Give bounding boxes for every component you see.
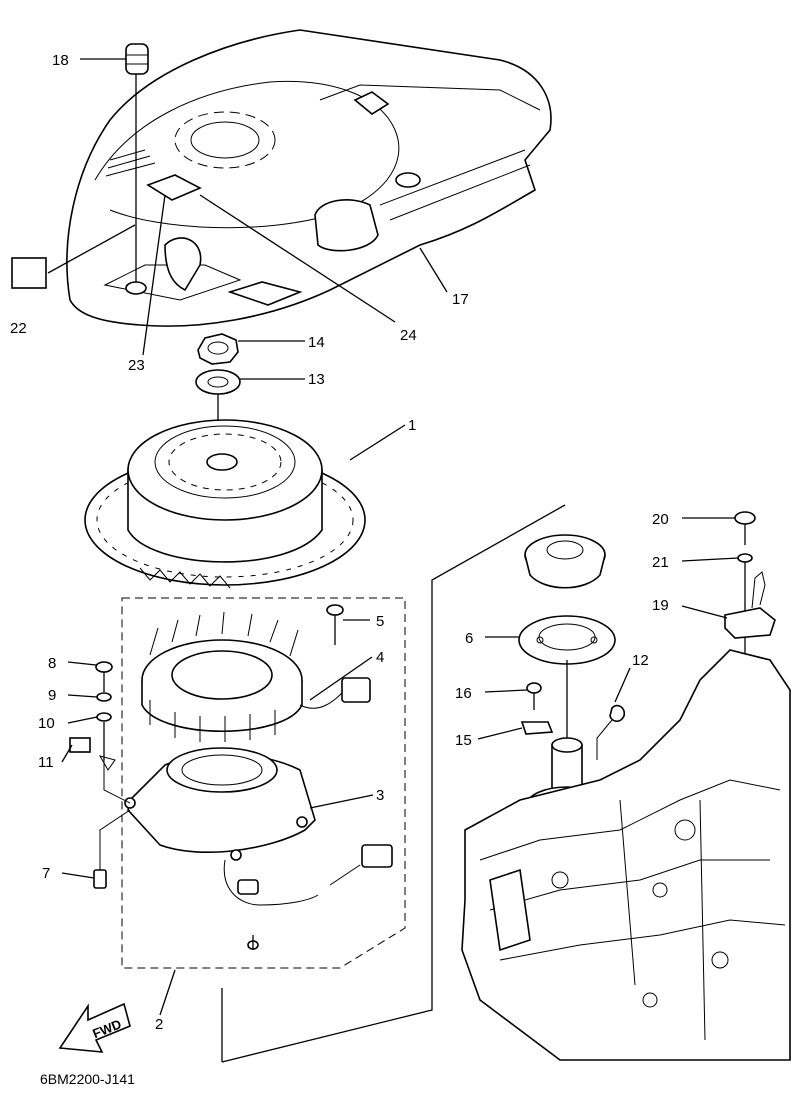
- flywheel-nut: [197, 333, 239, 365]
- part-number-2: 2: [155, 1016, 163, 1033]
- part-number-5: 5: [376, 613, 384, 630]
- part-number-6: 6: [465, 630, 473, 647]
- grommet-seat: [125, 281, 147, 295]
- part-number-7: 7: [42, 865, 50, 882]
- forward-direction-arrow: FWD: [58, 1002, 131, 1053]
- part-number-21: 21: [652, 554, 669, 571]
- part-number-23: 23: [128, 357, 145, 374]
- part-number-1: 1: [408, 417, 416, 434]
- stator-assembly-box: [121, 597, 406, 969]
- part-number-11: 11: [38, 754, 54, 771]
- flywheel-magneto: [84, 419, 366, 589]
- part-number-20: 20: [652, 511, 669, 528]
- view-divider: [221, 504, 566, 1063]
- part-number-16: 16: [455, 685, 472, 702]
- leader-lines: [47, 58, 739, 1016]
- woodruff-key: [609, 704, 626, 723]
- flywheel-cover: [66, 29, 552, 327]
- bolt-lower: [247, 935, 259, 950]
- part-number-15: 15: [455, 732, 472, 749]
- part-number-19: 19: [652, 597, 669, 614]
- part-number-12: 12: [632, 652, 649, 669]
- diagram-code: 6BM2200-J141: [40, 1071, 135, 1087]
- timing-ring: [518, 615, 616, 665]
- part-number-13: 13: [308, 371, 325, 388]
- part-number-8: 8: [48, 655, 56, 672]
- stator-base: [124, 747, 393, 906]
- part-number-3: 3: [376, 787, 384, 804]
- small-parts-left: [69, 661, 131, 889]
- stator-coil: [141, 611, 371, 742]
- part-number-24: 24: [400, 327, 417, 344]
- part-number-17: 17: [452, 291, 469, 308]
- part-number-10: 10: [38, 715, 55, 732]
- part-number-labels: 18 22 23 24 17 14 13 1 5 4 3 8 9 10 11 7…: [10, 52, 669, 1033]
- grommet-part: [125, 43, 149, 75]
- part-number-22: 22: [10, 320, 27, 337]
- part-number-4: 4: [376, 649, 384, 666]
- part-number-14: 14: [308, 334, 325, 351]
- flywheel-washer: [195, 369, 241, 395]
- stator-bolt: [326, 604, 344, 645]
- label-part: [11, 257, 47, 289]
- part-number-18: 18: [52, 52, 69, 69]
- part-number-9: 9: [48, 687, 56, 704]
- pulley-gear: [524, 534, 606, 589]
- clip-parts: [520, 682, 554, 735]
- crankcase-block: [461, 649, 791, 1061]
